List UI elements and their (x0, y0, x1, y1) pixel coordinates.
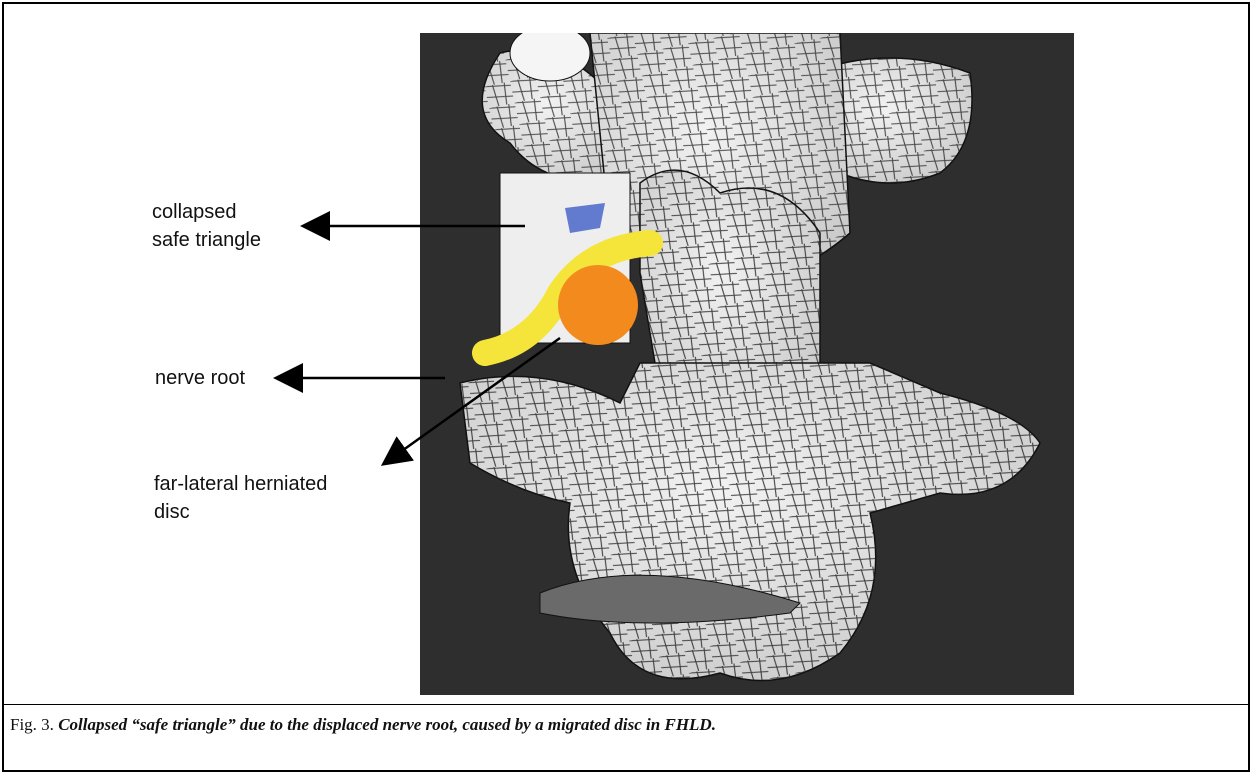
figure-caption: Fig. 3. Collapsed “safe triangle” due to… (10, 715, 716, 735)
arrow-herniated-disc (385, 338, 560, 463)
caption-text: Collapsed “safe triangle” due to the dis… (58, 715, 716, 734)
caption-figure-number: Fig. 3. (10, 715, 54, 734)
label-far-lateral-disc: far-lateral herniated disc (154, 470, 327, 526)
label-collapsed-safe-triangle: collapsed safe triangle (152, 198, 261, 254)
label-nerve-root: nerve root (155, 364, 245, 392)
